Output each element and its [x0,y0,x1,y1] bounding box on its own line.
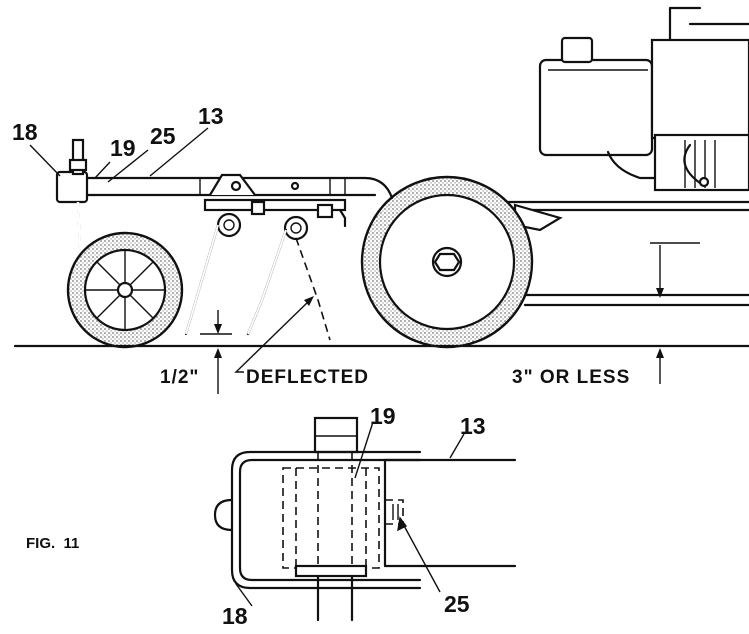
clearance-dimension [650,242,700,384]
callout-13-detail: 13 [460,413,486,439]
callout-19-top: 19 [110,135,136,161]
callout-18-top: 18 [12,119,38,145]
deflected-leader [234,296,314,373]
callout-25-detail: 25 [444,591,470,617]
top-callout-leaders [29,127,209,183]
figure-label: FIG. 11 [26,535,79,552]
half-inch-label: 1/2" [160,367,199,388]
callout-25-top: 25 [150,123,176,149]
hitch-detail-view [213,416,517,622]
spring-tines [184,212,331,341]
three-or-less-label: 3" OR LESS [512,367,630,388]
cultivator-frame [78,173,394,228]
gauge-wheel [55,138,184,349]
detail-callout-leaders [235,421,465,607]
tractor-body [478,6,749,307]
half-inch-dimension [200,310,232,394]
callout-18-detail: 18 [222,603,248,629]
rear-wheel [360,175,534,349]
callout-19-detail: 19 [370,403,396,429]
deflected-label: DEFLECTED [246,367,369,388]
callout-13-top: 13 [198,103,224,129]
